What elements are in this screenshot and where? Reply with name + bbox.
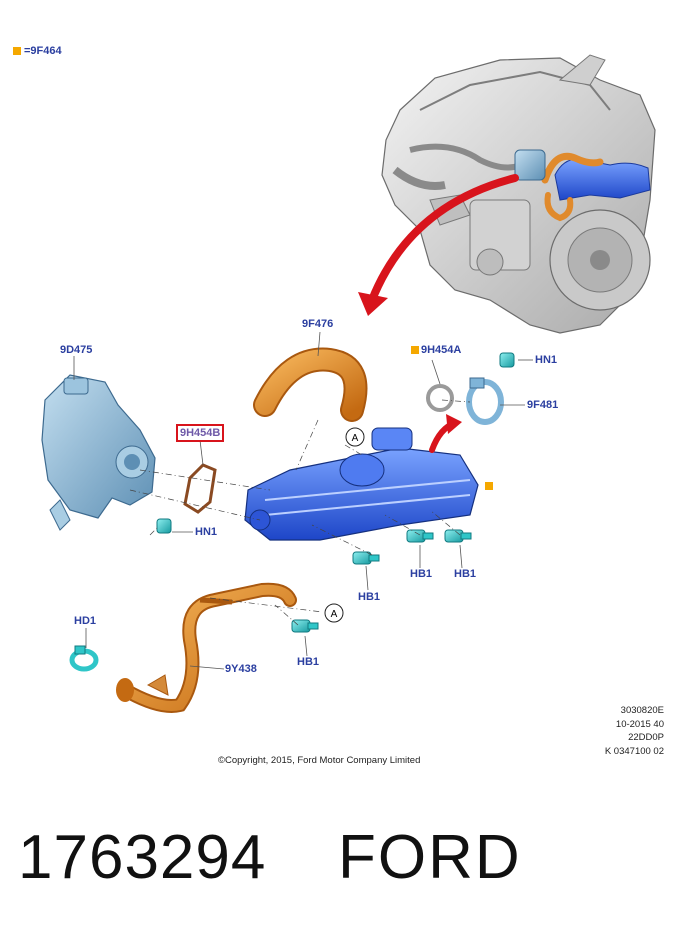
label-HB1-a: HB1 [410, 568, 433, 580]
brand-name: FORD [338, 823, 522, 892]
callout-a-upper: A [345, 427, 365, 447]
assembly-guide-lines [129, 399, 471, 626]
label-HD1: HD1 [74, 615, 97, 627]
legend-swatch [13, 47, 21, 55]
label-9H454B: 9H454B [176, 424, 225, 442]
fastener-hn1-left [156, 518, 172, 534]
callout-a-lower: A [324, 603, 344, 623]
part-9Y438-tube [116, 582, 297, 713]
svg-text:A: A [331, 609, 338, 620]
label-9F476: 9F476 [302, 318, 334, 330]
svg-text:A: A [352, 433, 359, 444]
legend-marker-9h454a [411, 346, 419, 354]
ref-line-1: 3030820E [620, 705, 664, 716]
part-number: 1763294 [18, 823, 267, 892]
red-small-arrow [429, 414, 462, 453]
ref-line-3: 22DD0P [628, 732, 664, 743]
label-HB1-c: HB1 [358, 591, 381, 603]
fastener-hb1-a [406, 529, 434, 543]
legend-text: =9F464 [24, 45, 62, 57]
red-direction-arrow [358, 174, 519, 316]
copyright-notice: ©Copyright, 2015, Ford Motor Company Lim… [218, 755, 421, 766]
label-9F481: 9F481 [527, 399, 559, 411]
fastener-hb1-c [352, 551, 380, 565]
label-HB1-b: HB1 [454, 568, 477, 580]
label-HN1-left: HN1 [195, 526, 218, 538]
part-9H454B-gasket [183, 463, 217, 514]
label-HB1-d: HB1 [297, 656, 320, 668]
ref-line-2: 10-2015 40 [615, 718, 664, 730]
fastener-hb1-b [444, 529, 472, 543]
fastener-hn1-top [499, 352, 515, 368]
label-9D475: 9D475 [60, 344, 93, 356]
part-9D475-housing [41, 374, 156, 531]
fastener-hb1-d [291, 619, 319, 633]
label-HN1-top: HN1 [535, 354, 558, 366]
part-9F481-clamp [466, 377, 504, 425]
part-9F476-hose [253, 347, 368, 422]
fastener-hd1 [69, 645, 99, 672]
part-egr-cooler [244, 427, 479, 541]
label-9H454A: 9H454A [421, 344, 462, 356]
legend: =9F464 [13, 45, 62, 57]
ref-line-4: K 0347100 02 [604, 745, 664, 757]
legend-marker-cooler [485, 482, 493, 490]
label-9Y438: 9Y438 [225, 663, 257, 675]
engine-assembly-illustration [381, 54, 656, 334]
diagram-reference-info: 3030820E 10-2015 40 22DD0P K 0347100 02 [605, 704, 664, 758]
part-9H454A-gasket [426, 384, 454, 412]
exploded-parts-diagram: A A [41, 54, 656, 713]
leader-lines [73, 331, 533, 670]
